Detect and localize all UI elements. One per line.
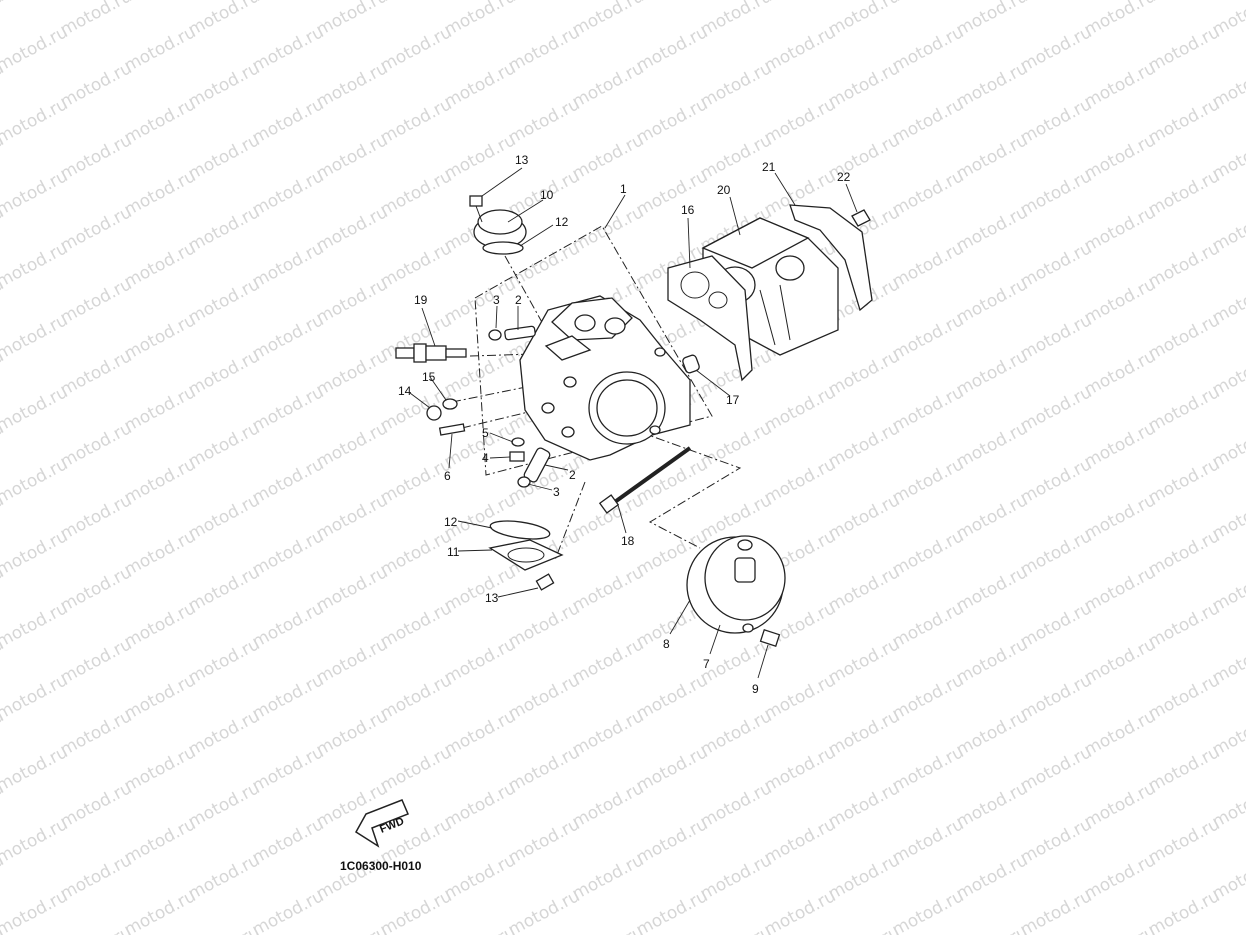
assembly-outline	[474, 225, 713, 476]
washer-15	[442, 398, 458, 410]
long-bolt-18	[598, 446, 692, 514]
callout-12-top: 12	[555, 215, 569, 229]
stud-bolt-6	[438, 423, 466, 436]
callout-13-bottom: 13	[485, 591, 499, 605]
callout-labels: 1 13 10 12 19 3 2 15 14 5 4 6 2 3 12 11 …	[398, 153, 851, 696]
callout-1: 1	[620, 182, 627, 196]
nut-14	[426, 405, 442, 421]
gasket-12-bottom	[489, 520, 551, 540]
bolt-4	[509, 451, 525, 462]
bolt-13-top	[469, 195, 483, 223]
callout-15: 15	[422, 370, 436, 384]
gasket-12-top	[482, 241, 524, 255]
cover-11	[488, 539, 564, 571]
alignment-line-left-b	[451, 374, 586, 403]
alignment-line-bottom	[554, 481, 586, 561]
head-gasket	[667, 255, 753, 382]
callout-2-bottom: 2	[569, 468, 576, 482]
alignment-line-top	[504, 255, 549, 334]
callout-17: 17	[726, 393, 740, 407]
sensor-2-top	[504, 325, 536, 341]
callout-20: 20	[717, 183, 731, 197]
washer-3-bottom	[517, 476, 531, 488]
leader-lines	[409, 167, 858, 679]
washer-5	[511, 437, 525, 447]
callout-3-bottom: 3	[553, 485, 560, 499]
callout-7: 7	[703, 657, 710, 671]
callout-11: 11	[447, 545, 460, 559]
callout-13-top: 13	[515, 153, 529, 167]
washer-3-top	[488, 329, 502, 341]
base-gasket	[789, 204, 873, 312]
dowel-17	[682, 354, 700, 374]
callout-21: 21	[762, 160, 776, 174]
diagram-code: 1C06300-H010	[340, 859, 422, 873]
callout-8: 8	[663, 637, 670, 651]
callout-5: 5	[482, 426, 489, 440]
callout-16: 16	[681, 203, 695, 217]
callout-19: 19	[414, 293, 428, 307]
callout-14: 14	[398, 384, 412, 398]
callout-18: 18	[621, 534, 635, 548]
callout-9: 9	[752, 682, 759, 696]
spark-plug	[395, 343, 467, 363]
callout-12-bottom: 12	[444, 515, 458, 529]
callout-6: 6	[444, 469, 451, 483]
callout-22: 22	[837, 170, 851, 184]
exhaust-cover	[686, 535, 786, 647]
dowel-pin-22	[851, 209, 871, 227]
callout-10: 10	[540, 188, 554, 202]
callout-2-top: 2	[515, 293, 522, 307]
cylinder-head	[519, 295, 691, 461]
bolt-13-bottom	[535, 573, 555, 591]
callout-4: 4	[482, 451, 489, 465]
callout-3-top: 3	[493, 293, 500, 307]
fwd-arrow: FWD	[355, 799, 409, 848]
